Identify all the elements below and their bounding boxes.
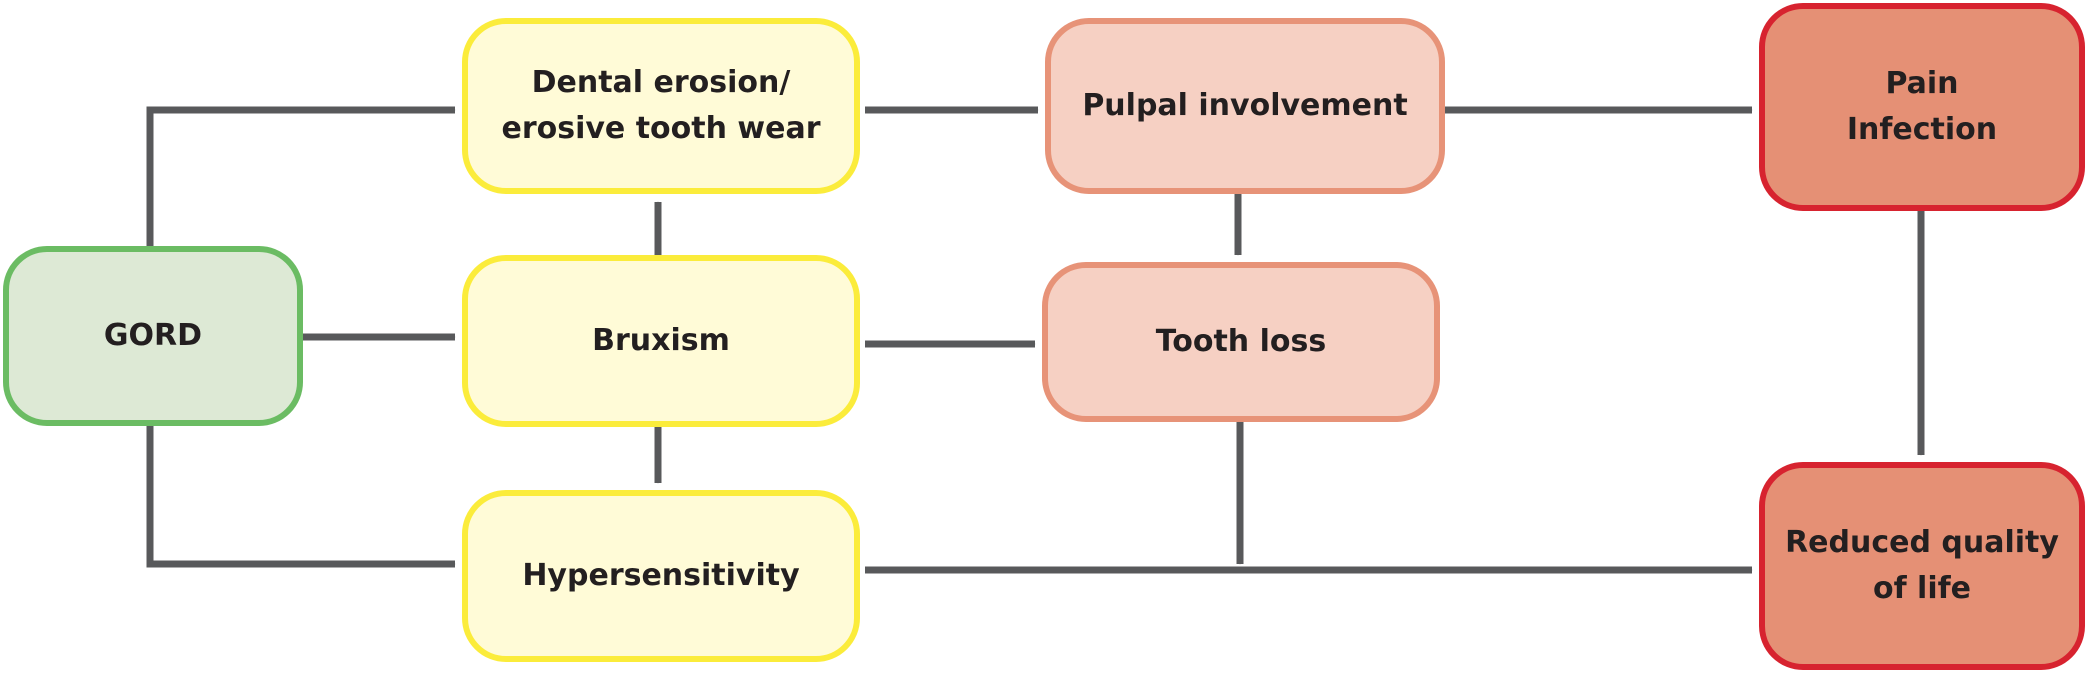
node-pulpal-involvement: Pulpal involvement [1045, 18, 1445, 194]
node-tooth-loss: Tooth loss [1042, 262, 1440, 422]
node-dental-erosion: Dental erosion/ erosive tooth wear [462, 18, 860, 194]
node-pain-infection: Pain Infection [1759, 3, 2085, 211]
node-hypersensitivity: Hypersensitivity [462, 490, 860, 662]
node-reduced-quality-of-life-label: Reduced quality of life [1785, 525, 2059, 606]
node-pulpal-involvement-label: Pulpal involvement [1082, 88, 1408, 123]
node-reduced-quality-of-life: Reduced quality of life [1759, 462, 2085, 670]
node-gord-label: GORD [103, 318, 203, 353]
node-hypersensitivity-label: Hypersensitivity [522, 558, 800, 593]
node-gord: GORD [3, 246, 303, 426]
node-bruxism: Bruxism [462, 255, 860, 427]
arrow-gord-to-dental-erosion [146, 106, 456, 246]
arrow-gord-to-hypersensitivity [146, 426, 456, 568]
node-dental-erosion-label: Dental erosion/ erosive tooth wear [501, 65, 821, 146]
node-bruxism-label: Bruxism [592, 323, 730, 358]
node-pain-infection-label: Pain Infection [1846, 66, 1998, 147]
node-tooth-loss-label: Tooth loss [1155, 324, 1327, 359]
